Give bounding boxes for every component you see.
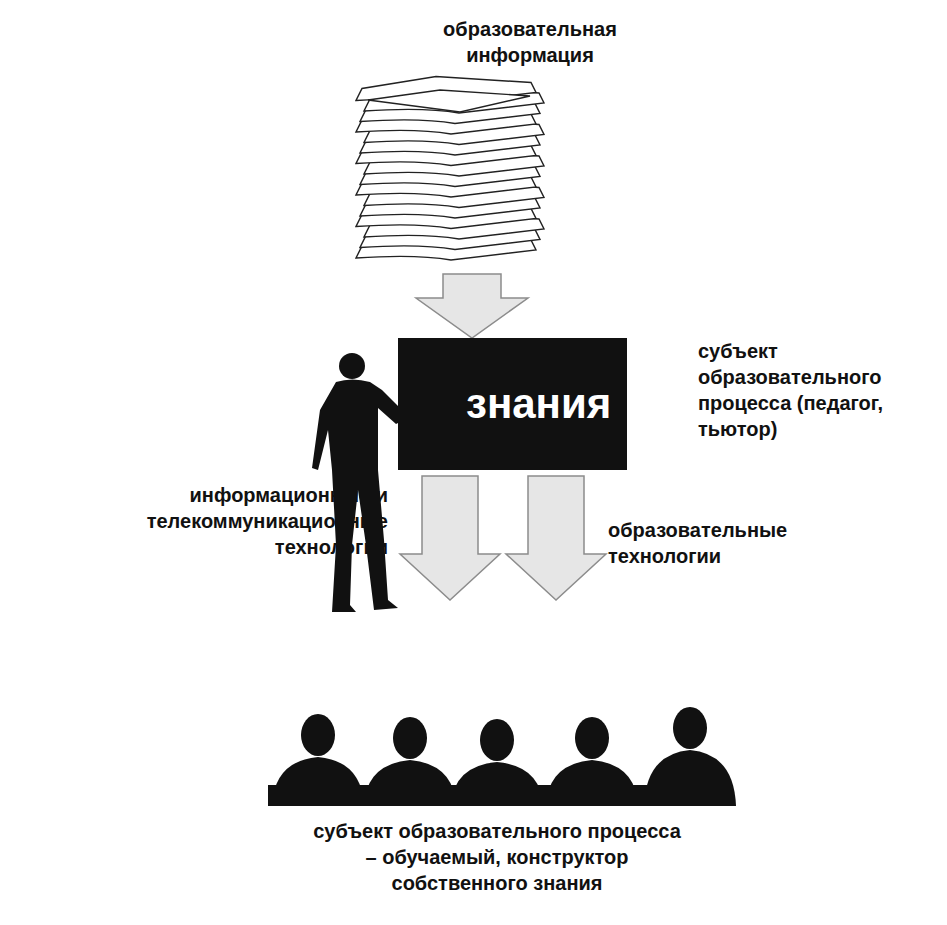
arrow-label: образовательные технологии: [608, 517, 838, 569]
head-silhouette: [480, 719, 514, 761]
teacher-silhouette: [312, 353, 404, 612]
head-silhouette: [575, 717, 609, 759]
learners-group: субъект образовательного процесса – обуч…: [265, 600, 728, 808]
block-arrow: [400, 476, 500, 600]
head-silhouette: [301, 714, 335, 756]
paper-sheet-top: [368, 90, 530, 112]
knowledge-box: знания: [398, 338, 627, 470]
block-arrow: [506, 476, 606, 600]
node-caption: образовательная информация: [430, 16, 630, 68]
information-stack: образовательная информация: [355, 88, 545, 268]
audience-silhouettes: [268, 707, 736, 806]
audience-base: [268, 785, 726, 806]
paper-stack: [356, 77, 544, 261]
head-silhouette: [393, 717, 427, 759]
block-arrow: [416, 274, 528, 338]
box-title: знания: [466, 383, 611, 425]
arrow-label: информационные и телекоммуникационные те…: [58, 482, 388, 560]
node-caption: субъект образовательного процесса – обуч…: [307, 818, 687, 896]
head-silhouette: [673, 707, 707, 749]
role-label: субъект образовательного процесса (педаг…: [698, 338, 938, 442]
